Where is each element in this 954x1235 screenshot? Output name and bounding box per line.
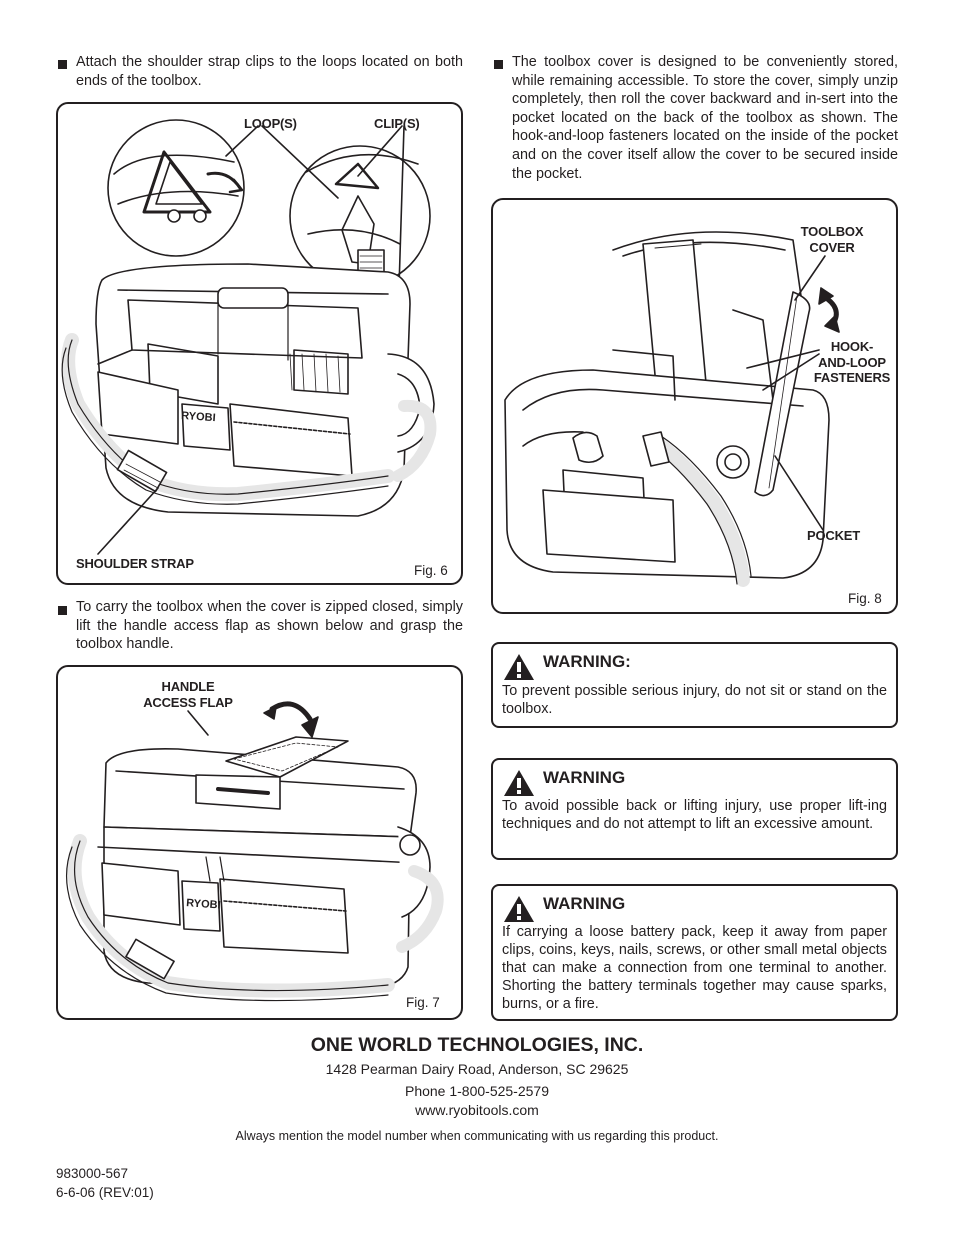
warning-title: WARNING xyxy=(543,894,626,913)
figure-7-handle-flap: RYOBI HANDLE ACCESS FLAP Fig. 7 xyxy=(56,665,463,1020)
open-toolbox-illustration xyxy=(504,231,840,587)
figure-caption: Fig. 7 xyxy=(406,995,440,1010)
bullet-marker xyxy=(58,60,67,69)
instruction-store-cover: The toolbox cover is designed to be conv… xyxy=(512,54,898,182)
model-number-note: Always mention the model number when com… xyxy=(235,1129,719,1143)
label-line: HOOK- xyxy=(830,339,874,354)
warning-box-battery: WARNING If carrying a loose battery pack… xyxy=(491,884,898,1021)
closed-toolbox-illustration: RYOBI xyxy=(65,701,444,1002)
warning-text: To avoid possible back or lifting injury… xyxy=(502,798,887,832)
warning-triangle-icon xyxy=(504,896,534,922)
label-line: AND-LOOP xyxy=(818,354,886,370)
label-shoulder-strap: SHOULDER STRAP xyxy=(76,556,194,571)
warning-title: WARNING: xyxy=(543,652,631,671)
warning-box-sit-stand: WARNING: To prevent possible serious inj… xyxy=(491,642,898,728)
bullet-marker xyxy=(494,60,503,69)
label-line: TOOLBOX xyxy=(800,224,864,239)
label-line: FASTENERS xyxy=(813,370,891,385)
label-line: HANDLE xyxy=(161,679,215,694)
label-line: ACCESS FLAP xyxy=(143,694,233,710)
figure-caption: Fig. 6 xyxy=(414,563,448,578)
ryobi-logo: RYOBI xyxy=(181,410,216,424)
warning-text: To prevent possible serious injury, do n… xyxy=(502,683,887,717)
warning-title: WARNING xyxy=(543,768,626,787)
warning-triangle-icon xyxy=(504,770,534,796)
warning-text: If carrying a loose battery pack, keep i… xyxy=(502,924,887,1012)
figure-6-shoulder-strap: RYOBI LOOP(S) CLIP(S) SHOULDER STRAP Fig… xyxy=(56,102,463,585)
figure-8-cover-storage: TOOLBOX COVER HOOK- AND-LOOP FASTENERS P… xyxy=(491,198,898,614)
warning-triangle-icon xyxy=(504,654,534,680)
warning-box-lifting: WARNING To avoid possible back or liftin… xyxy=(491,758,898,860)
label-hook-and-loop-fasteners: HOOK- AND-LOOP FASTENERS xyxy=(811,339,893,386)
label-toolbox-cover: TOOLBOX COVER xyxy=(793,224,871,255)
ryobi-logo: RYOBI xyxy=(186,897,221,911)
document-number: 983000-567 xyxy=(56,1166,129,1181)
label-clips: CLIP(S) xyxy=(374,116,420,131)
company-phone: Phone 1-800-525-2579 xyxy=(404,1083,549,1099)
toolbox-strap-illustration: RYOBI xyxy=(61,119,437,555)
bullet-marker xyxy=(58,606,67,615)
company-address: 1428 Pearman Dairy Road, Anderson, SC 29… xyxy=(325,1061,629,1077)
document-revision: 6-6-06 (REV:01) xyxy=(56,1185,154,1200)
instruction-handle-flap: To carry the toolbox when the cover is z… xyxy=(76,599,463,653)
instruction-attach-strap: Attach the shoulder strap clips to the l… xyxy=(76,54,463,89)
label-pocket: POCKET xyxy=(807,528,860,543)
company-name: ONE WORLD TECHNOLOGIES, INC. xyxy=(310,1034,644,1056)
company-website: www.ryobitools.com xyxy=(415,1102,539,1118)
figure-caption: Fig. 8 xyxy=(848,591,882,606)
label-handle-access-flap: HANDLE ACCESS FLAP xyxy=(142,679,234,710)
label-loops: LOOP(S) xyxy=(244,116,297,131)
label-line: COVER xyxy=(809,239,855,255)
